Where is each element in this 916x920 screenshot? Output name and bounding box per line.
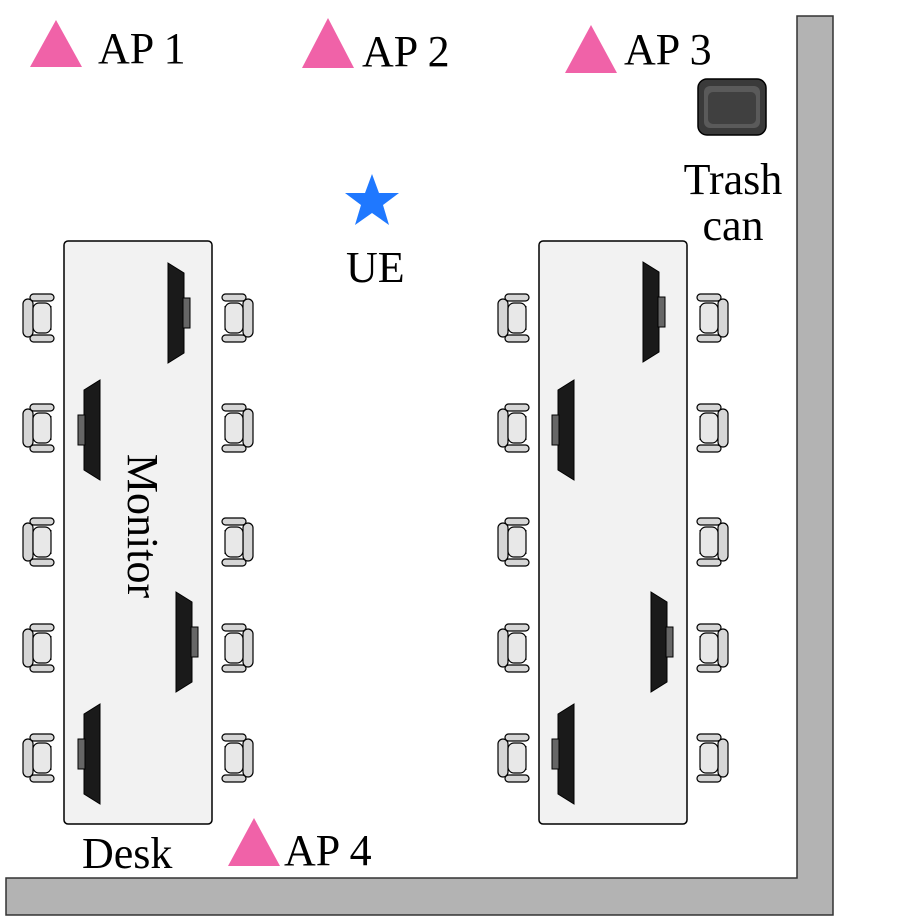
monitor-icon xyxy=(551,379,575,481)
ap-1-label: AP 1 xyxy=(98,24,186,73)
ue-label: UE xyxy=(346,243,405,292)
ap-4-label: AP 4 xyxy=(284,826,372,875)
desk-right xyxy=(538,240,688,825)
ap-4-icon xyxy=(228,818,280,866)
monitor-icon xyxy=(650,591,674,693)
ap-2-icon xyxy=(302,18,354,68)
trash-can-icon xyxy=(697,78,767,136)
chair-icon xyxy=(696,517,729,567)
monitors xyxy=(77,261,674,805)
chair-icon xyxy=(221,293,254,343)
monitor-icon xyxy=(77,703,101,805)
chair-icon xyxy=(696,733,729,783)
chair-icon xyxy=(696,623,729,673)
chair-icon xyxy=(221,517,254,567)
monitor-icon xyxy=(642,261,666,363)
ap-2-label: AP 2 xyxy=(362,27,450,76)
chair-icon xyxy=(22,623,55,673)
chairs xyxy=(22,293,729,783)
chair-icon xyxy=(696,293,729,343)
chair-icon xyxy=(696,403,729,453)
monitor-label: Monitor xyxy=(118,454,167,599)
monitor-icon xyxy=(551,703,575,805)
ue-star-icon xyxy=(345,174,399,225)
trash-can-label-line2: can xyxy=(702,201,763,250)
monitor-icon xyxy=(175,591,199,693)
desk-label: Desk xyxy=(82,829,172,878)
chair-icon xyxy=(221,403,254,453)
trash-can-label-line1: Trash xyxy=(684,155,783,204)
chair-icon xyxy=(22,293,55,343)
wall xyxy=(5,15,834,916)
chair-icon xyxy=(22,733,55,783)
chair-icon xyxy=(497,403,530,453)
desk-left xyxy=(63,240,213,825)
chair-icon xyxy=(497,623,530,673)
chair-icon xyxy=(221,733,254,783)
ap-1-icon xyxy=(30,20,82,67)
ap-3-label: AP 3 xyxy=(624,25,712,74)
chair-icon xyxy=(497,293,530,343)
chair-icon xyxy=(22,517,55,567)
chair-icon xyxy=(497,733,530,783)
monitor-icon xyxy=(167,262,191,364)
chair-icon xyxy=(497,517,530,567)
chair-icon xyxy=(22,403,55,453)
chair-icon xyxy=(221,623,254,673)
ap-3-icon xyxy=(565,25,617,73)
monitor-icon xyxy=(77,379,101,481)
